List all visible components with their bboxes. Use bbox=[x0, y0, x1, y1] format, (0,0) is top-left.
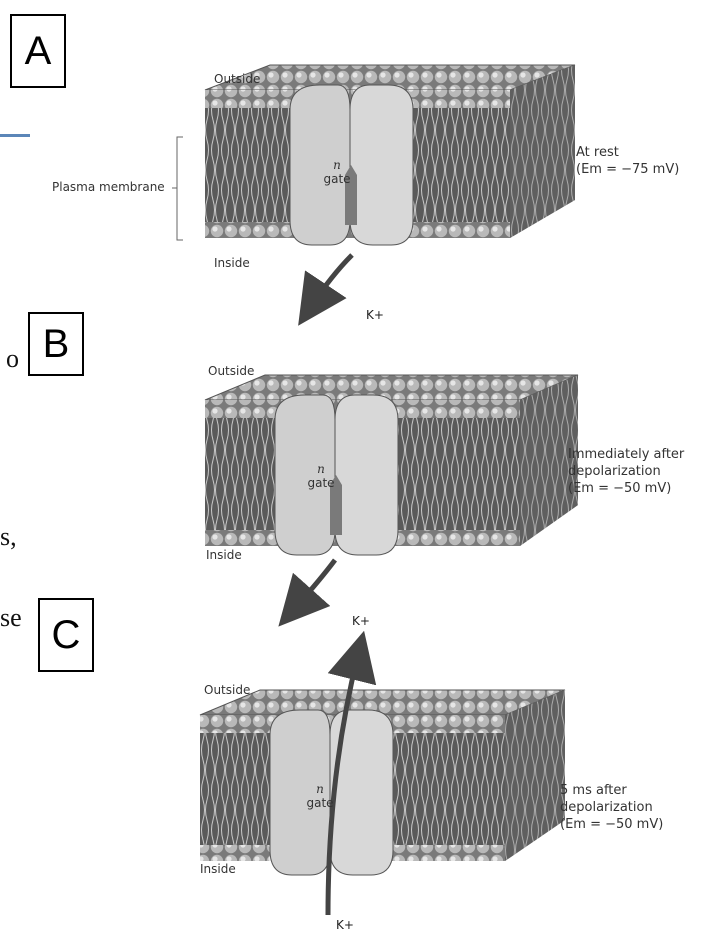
slide-text-fragment: o bbox=[6, 344, 19, 373]
panel-label-a: A bbox=[10, 14, 66, 88]
outside-label-b: Outside bbox=[208, 364, 255, 378]
channel-b bbox=[274, 394, 399, 556]
title-underline bbox=[0, 134, 30, 137]
plasma-membrane-label: Plasma membrane bbox=[52, 180, 165, 194]
k-ion-label-a: K+ bbox=[366, 308, 384, 322]
slide-text-fragment: se bbox=[0, 603, 22, 632]
panel-label-c: C bbox=[38, 598, 94, 672]
slide-text-fragment: s, bbox=[0, 522, 17, 551]
channel-c bbox=[269, 709, 394, 876]
inside-label-b: Inside bbox=[206, 548, 242, 562]
inside-label-a: Inside bbox=[214, 256, 250, 270]
k-ion-label-b: K+ bbox=[352, 614, 370, 628]
panel-label-b: B bbox=[28, 312, 84, 376]
k-ion-label-c: K+ bbox=[336, 918, 354, 932]
channel-a bbox=[289, 84, 414, 246]
outside-label-c: Outside bbox=[204, 683, 251, 697]
inside-label-c: Inside bbox=[200, 862, 236, 876]
condition-label-a: At rest(Em = −75 mV) bbox=[576, 145, 680, 177]
outside-label-a: Outside bbox=[214, 72, 261, 86]
